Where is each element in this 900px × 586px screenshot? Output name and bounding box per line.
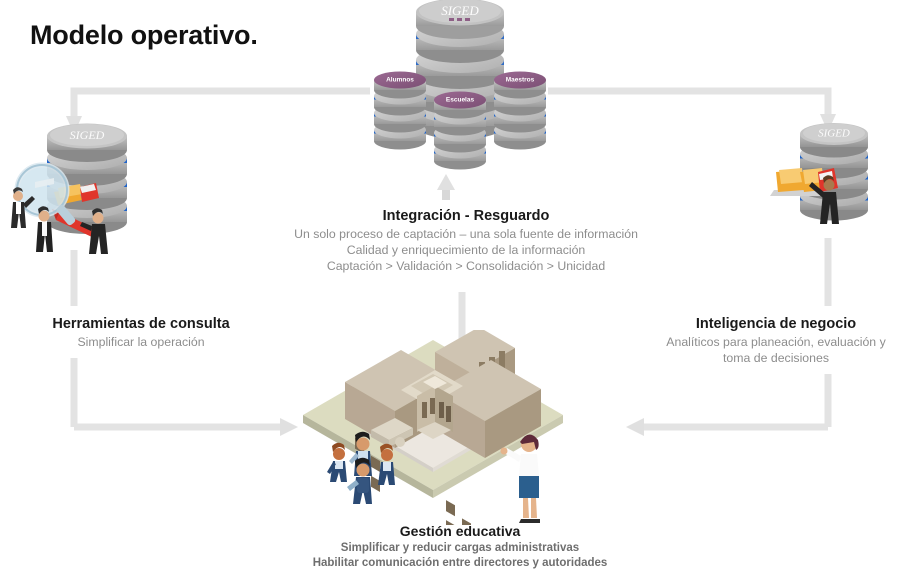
maestros-label: Maestros [506,77,535,84]
left-siged-label: SIGED [70,128,105,142]
text-to-db-stem [442,185,450,200]
plaza-monument [371,418,413,447]
left-branch-line [70,87,370,118]
integracion-heading: Integración - Resguardo [382,208,550,224]
integracion-line-2: Calidad y enriquecimiento de la informac… [346,243,586,257]
alumnos-stack: Alumnos [374,71,426,150]
right-branch-arrowhead [820,114,836,132]
database-retrieve-illustration: SIGED [762,106,897,236]
gestion-line-1: Simplificar y reducir cargas administrat… [340,542,580,554]
businessman-left-3 [80,208,108,254]
right-branch-line [548,87,832,116]
escuelas-stack: Escuelas [434,91,486,170]
node-gestion: Gestión educativa Simplificar y reducir … [280,522,640,571]
right-to-school-arrowhead [626,418,644,436]
alumnos-label: Alumnos [386,77,414,84]
student-3 [378,443,395,485]
inteligencia-line-1: Analíticos para planeación, evaluación y [666,335,886,349]
teacher-figure [500,434,540,523]
page-title: Modelo operativo. [30,20,258,50]
maestros-stack: Maestros [494,71,546,150]
node-inteligencia: Inteligencia de negocio Analíticos para … [640,313,900,368]
integracion-line-3: Captación > Validación > Consolidación >… [326,259,606,273]
herramientas-heading: Herramientas de consulta [52,316,230,332]
node-integracion: Integración - Resguardo Un solo proceso … [250,205,682,276]
inteligencia-line-2: toma de decisiones [723,351,829,365]
student-1 [327,442,347,482]
school-entrance [401,370,463,439]
database-search-illustration: SIGED [2,110,162,260]
student-group [327,431,395,504]
escuelas-label: Escuelas [446,97,475,104]
database-cluster-illustration: SIGED [360,0,560,183]
student-4 [347,457,372,504]
businessman-left-1 [11,187,35,228]
node-herramientas: Herramientas de consulta Simplificar la … [5,313,277,352]
inteligencia-heading: Inteligencia de negocio [695,316,857,332]
gestion-line-2: Habilitar comunicación entre directores … [312,557,608,569]
herramientas-line-1: Simplificar la operación [77,335,205,349]
text-to-db-arrowhead [437,174,455,190]
businessman-right [809,175,839,224]
businessman-left-2 [36,206,53,252]
integracion-line-1: Un solo proceso de captación – una sola … [294,227,638,241]
siged-main-label: SIGED [441,3,479,18]
school-building-illustration [283,330,583,525]
right-siged-label: SIGED [818,128,850,140]
gestion-heading: Gestión educativa [399,523,521,539]
left-to-school-arrowhead [280,418,298,436]
